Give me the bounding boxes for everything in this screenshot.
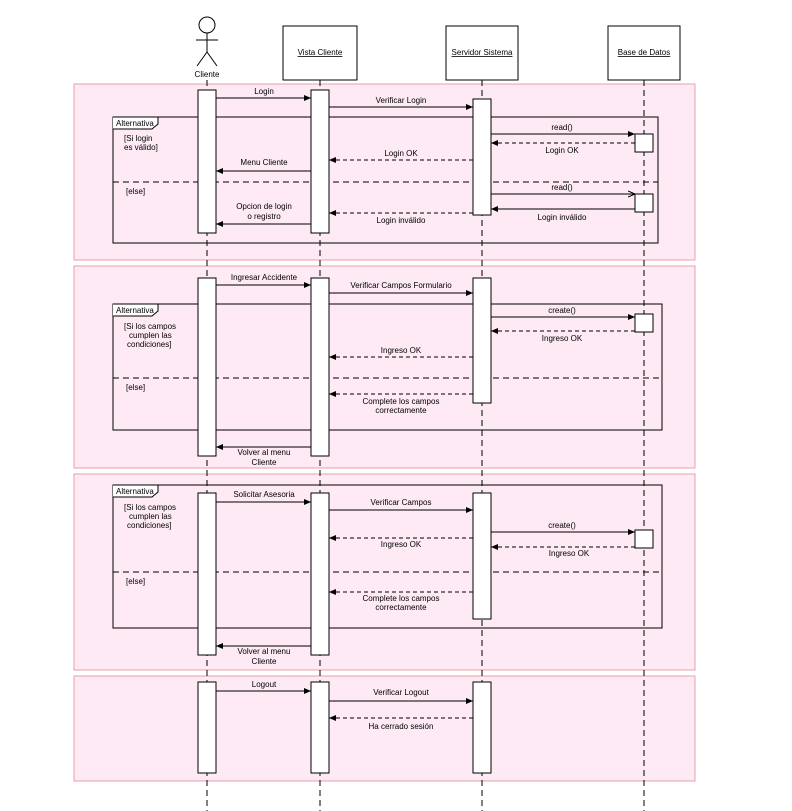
msg-logout-label: Logout [252, 680, 277, 689]
activation-bd-3 [634, 529, 654, 549]
ret-ingreso-ok-3-label: Ingreso OK [381, 540, 422, 549]
msg-opcion-login-label1: Opcion de login [236, 202, 292, 211]
msg-opcion-login-label2: o registro [247, 212, 281, 221]
block-ingresar-accidente [73, 265, 696, 469]
alt-label-login: Alternativa [116, 119, 154, 128]
block-login [73, 83, 696, 261]
guard-asesoria-line3: condiciones] [127, 521, 171, 530]
alt-tab-ingresar [113, 303, 159, 317]
alt-label-ingresar: Alternativa [116, 306, 154, 315]
alt-fragment-login [112, 116, 659, 244]
actor-cliente-icon [196, 16, 218, 67]
activation-servidor-3 [472, 492, 492, 620]
msg-read-1-label: read() [551, 123, 573, 132]
activation-cliente-1 [197, 89, 217, 234]
activation-servidor-4 [472, 681, 492, 774]
activation-cliente-2 [197, 277, 217, 457]
ret-ingreso-ok-db-3-label: Ingreso OK [549, 549, 590, 558]
else-label-asesoria: [else] [126, 577, 145, 586]
activation-vista-3 [310, 492, 330, 656]
activation-servidor-1 [472, 98, 492, 216]
ret-login-ok-db-label: Login OK [545, 146, 579, 155]
guard-asesoria-line2: cumplen las [129, 512, 172, 521]
msg-create-2-label: create() [548, 306, 576, 315]
msg-verificar-campos-formulario-label: Verificar Campos Formulario [350, 281, 452, 290]
participant-base-de-datos-label: Base de Datos [618, 48, 670, 57]
activation-bd-1b [634, 193, 654, 213]
guard-ingresar-line3: condiciones] [127, 340, 171, 349]
msg-read-2-label: read() [551, 183, 573, 192]
participant-servidor-sistema-label: Servidor Sistema [452, 48, 513, 57]
ret-login-ok-label: Login OK [384, 149, 418, 158]
guard-login-line2: es válido] [124, 143, 158, 152]
msg-ingresar-accidente-label: Ingresar Accidente [231, 273, 298, 282]
alt-fragment-asesoria [112, 484, 663, 629]
alt-tab-login [113, 116, 159, 130]
else-label-login: [else] [126, 187, 145, 196]
msg-solicitar-asesoria-label: Solicitar Asesoria [233, 490, 295, 499]
else-label-ingresar: [else] [126, 383, 145, 392]
participant-servidor-sistema [445, 25, 519, 81]
activation-cliente-4 [197, 681, 217, 774]
alt-tab-asesoria [113, 484, 159, 498]
guard-asesoria-line1: [Si los campos [124, 503, 176, 512]
block-logout [73, 675, 696, 782]
guard-ingresar-line1: [Si los campos [124, 322, 176, 331]
ret-complete-campos-2-label1: Complete los campos [363, 397, 440, 406]
ret-ha-cerrado-sesion-label: Ha cerrado sesión [369, 722, 434, 731]
activation-bd-1a [634, 133, 654, 153]
msg-menu-cliente-label: Menu Cliente [240, 158, 288, 167]
alt-fragment-ingresar [112, 303, 663, 431]
ret-login-invalido-db-label: Login inválido [538, 213, 587, 222]
participant-base-de-datos [607, 25, 681, 81]
ret-complete-campos-2-label2: correctamente [375, 406, 427, 415]
participant-vista-cliente [282, 25, 358, 81]
activation-bd-2 [634, 313, 654, 333]
activation-vista-2 [310, 277, 330, 457]
msg-verificar-campos-label: Verificar Campos [371, 498, 432, 507]
activation-vista-1 [310, 89, 330, 234]
ret-complete-campos-3-label2: correctamente [375, 603, 427, 612]
msg-login-label: Login [254, 87, 274, 96]
ret-complete-campos-3-label1: Complete los campos [363, 594, 440, 603]
guard-login-line1: [Si login [124, 134, 152, 143]
ret-ingreso-ok-2-label: Ingreso OK [381, 346, 422, 355]
actor-cliente-label: Cliente [195, 70, 220, 79]
msg-volver-menu-3-label2: Cliente [252, 657, 277, 666]
msg-volver-menu-2-label1: Volver al menu [238, 448, 291, 457]
msg-volver-menu-2-label2: Cliente [252, 458, 277, 467]
msg-create-3-label: create() [548, 521, 576, 530]
msg-verificar-logout-label: Verificar Logout [373, 688, 429, 697]
ret-login-invalido-label: Login inválido [377, 216, 426, 225]
guard-ingresar-line2: cumplen las [129, 331, 172, 340]
activation-vista-4 [310, 681, 330, 774]
participant-vista-cliente-label: Vista Cliente [298, 48, 343, 57]
msg-volver-menu-3-label1: Volver al menu [238, 647, 291, 656]
msg-verificar-login-label: Verificar Login [376, 96, 427, 105]
activation-servidor-2 [472, 277, 492, 404]
alt-label-asesoria: Alternativa [116, 487, 154, 496]
activation-cliente-3 [197, 492, 217, 656]
ret-ingreso-ok-db-2-label: Ingreso OK [542, 334, 583, 343]
